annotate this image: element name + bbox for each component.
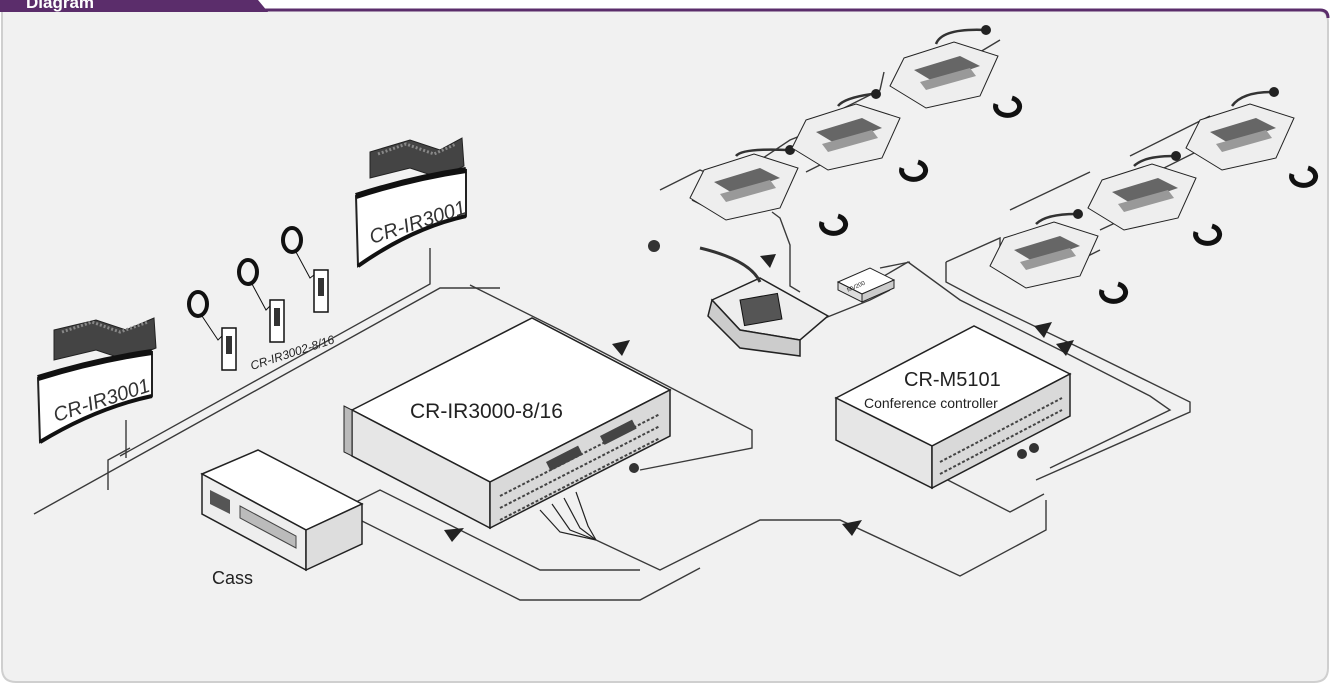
delegate-units-row1: [689, 25, 999, 221]
cassette-recorder: [200, 449, 364, 572]
ir-receivers: [187, 226, 329, 371]
transmitter-cable-fan: [539, 491, 597, 541]
label-cassette: Cass: [212, 568, 253, 588]
header-rule: [258, 8, 1330, 19]
ir-radiator-left: [36, 317, 157, 444]
ir-transmitter: [343, 317, 672, 530]
delegate-units-row2: [989, 87, 1295, 289]
label-controller-desc: Conference controller: [864, 395, 998, 411]
power-supply-box: [836, 267, 896, 303]
headset-icons: [819, 95, 1319, 304]
header-title: Diagram: [26, 0, 94, 12]
ir-radiator-right: [354, 137, 467, 268]
label-controller-model: CR-M5101: [904, 369, 1001, 391]
label-ir-transmitter: CR-IR3000-8/16: [410, 400, 563, 423]
conference-controller: [834, 325, 1072, 490]
cables: [33, 39, 1211, 601]
chairman-unit: [648, 240, 830, 357]
signal-arrows: [444, 254, 1074, 542]
diagram-panel: [1, 9, 1329, 683]
header-tab: [0, 0, 268, 12]
